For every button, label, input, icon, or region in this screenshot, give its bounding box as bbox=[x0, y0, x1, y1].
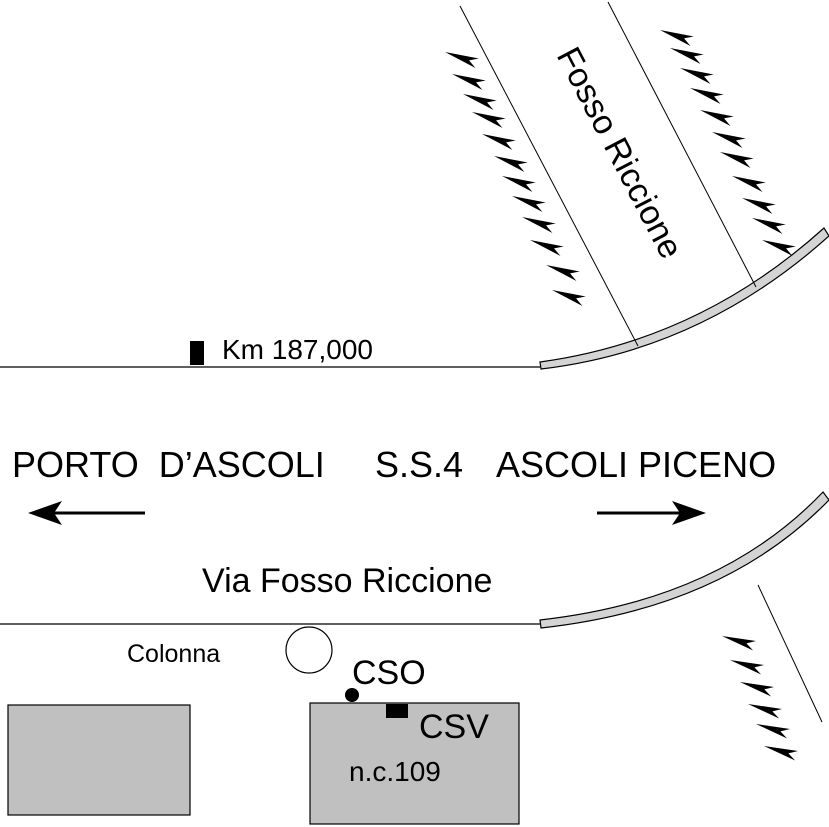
km-marker bbox=[190, 341, 204, 365]
fosso-bank-lower bbox=[757, 584, 823, 723]
hachure-mark bbox=[720, 152, 754, 168]
hachure-mark bbox=[700, 110, 734, 126]
hachure-mark bbox=[762, 240, 796, 256]
hachure-mark bbox=[660, 30, 694, 46]
label-ss4: S.S.4 bbox=[375, 444, 463, 485]
arrow-left-icon bbox=[28, 501, 145, 525]
hachure-mark bbox=[722, 636, 757, 651]
fosso-bank-left bbox=[459, 5, 639, 347]
hachure-mark bbox=[463, 94, 497, 110]
hachure-mark bbox=[522, 217, 556, 233]
building-nc109 bbox=[309, 702, 520, 825]
hachure-mark bbox=[742, 198, 776, 214]
hachure-mark bbox=[530, 240, 564, 256]
hachure-mark bbox=[730, 660, 765, 675]
hachure-mark bbox=[764, 746, 799, 761]
colonna-symbol bbox=[285, 626, 333, 674]
label-cso: CSO bbox=[352, 654, 426, 692]
hachure-mark bbox=[512, 196, 546, 212]
fosso-bank-right bbox=[607, 1, 757, 288]
hachure-mark bbox=[752, 218, 786, 234]
building-left bbox=[7, 704, 191, 816]
hachure-mark bbox=[502, 176, 536, 192]
hachure-mark bbox=[680, 68, 714, 84]
hachure-mark bbox=[494, 156, 528, 172]
label-porto-dascoli: PORTO D’ASCOLI bbox=[12, 444, 325, 485]
hachure-mark bbox=[712, 132, 746, 148]
label-csv: CSV bbox=[419, 708, 489, 746]
csv-marker bbox=[386, 704, 408, 718]
cso-point bbox=[345, 688, 359, 702]
hachure-mark bbox=[452, 74, 486, 90]
hachure-mark bbox=[748, 704, 783, 719]
arrow-right-icon bbox=[597, 501, 706, 525]
hachure-mark bbox=[445, 52, 479, 68]
label-fosso-riccione: Fosso Riccione bbox=[549, 41, 690, 265]
km-label: Km 187,000 bbox=[222, 334, 373, 365]
hachure-mark bbox=[546, 265, 580, 281]
hachure-mark bbox=[690, 88, 724, 104]
hachure-mark bbox=[552, 290, 586, 306]
hachure-mark bbox=[482, 134, 516, 150]
hachure-mark bbox=[740, 682, 775, 697]
label-colonna: Colonna bbox=[127, 640, 220, 668]
hachure-mark bbox=[670, 48, 704, 64]
label-nc109: n.c.109 bbox=[349, 756, 441, 787]
label-ascoli-piceno: ASCOLI PICENO bbox=[496, 444, 776, 485]
label-via-fosso-riccione: Via Fosso Riccione bbox=[202, 562, 492, 600]
embankment-hachures bbox=[445, 30, 799, 761]
hachure-mark bbox=[472, 112, 506, 128]
hachure-mark bbox=[756, 724, 791, 739]
hachure-mark bbox=[732, 176, 766, 192]
